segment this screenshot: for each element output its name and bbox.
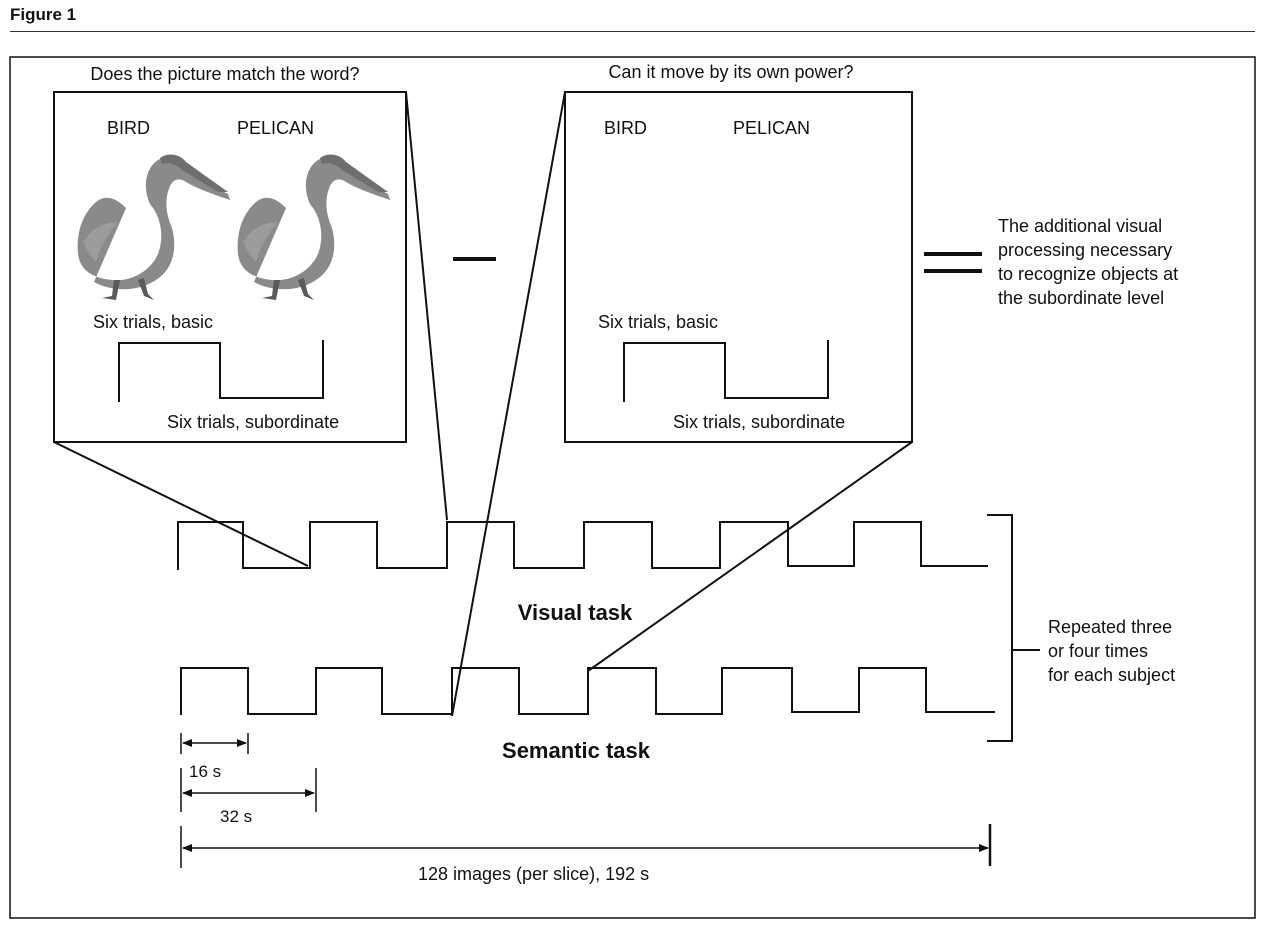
result-line-2: processing necessary	[998, 240, 1172, 260]
repeat-bracket	[987, 514, 1013, 742]
right-word-subordinate: PELICAN	[733, 118, 810, 138]
timing-16s: 16 s	[180, 733, 249, 781]
visual-task-wave	[177, 521, 988, 570]
left-panel-box	[53, 91, 407, 443]
left-trials-basic: Six trials, basic	[93, 312, 213, 332]
right-block-wave	[623, 340, 829, 402]
right-word-basic: BIRD	[604, 118, 647, 138]
left-panel-question: Does the picture match the word?	[90, 64, 359, 84]
header-rule	[10, 31, 1255, 32]
semantic-task-label: Semantic task	[502, 738, 651, 763]
right-trials-subordinate: Six trials, subordinate	[673, 412, 845, 432]
timing-16s-label: 16 s	[189, 762, 221, 781]
right-panel-question: Can it move by its own power?	[608, 62, 853, 82]
pelican-image-subordinate	[237, 154, 390, 300]
result-text: The additional visual processing necessa…	[998, 216, 1178, 308]
repeat-line-2: or four times	[1048, 641, 1148, 661]
repeat-text: Repeated three or four times for each su…	[1048, 617, 1175, 685]
left-block-wave	[118, 340, 324, 402]
result-line-4: the subordinate level	[998, 288, 1164, 308]
timing-total: 128 images (per slice), 192 s	[180, 824, 992, 884]
semantic-task-wave	[180, 667, 995, 715]
left-trials-subordinate: Six trials, subordinate	[167, 412, 339, 432]
left-word-subordinate: PELICAN	[237, 118, 314, 138]
timing-total-label: 128 images (per slice), 192 s	[418, 864, 649, 884]
outer-frame	[9, 56, 1256, 919]
visual-task-label: Visual task	[518, 600, 633, 625]
timing-32s: 32 s	[180, 768, 317, 826]
repeat-line-3: for each subject	[1048, 665, 1175, 685]
pelican-image-basic	[77, 154, 230, 300]
left-word-basic: BIRD	[107, 118, 150, 138]
equals-operator	[924, 252, 982, 273]
right-trials-basic: Six trials, basic	[598, 312, 718, 332]
zoom-connectors	[53, 91, 913, 717]
right-panel: Can it move by its own power? BIRD PELIC…	[564, 62, 913, 443]
figure-label: Figure 1	[10, 5, 77, 24]
right-panel-box	[564, 91, 913, 443]
timing-32s-label: 32 s	[220, 807, 252, 826]
result-line-3: to recognize objects at	[998, 264, 1178, 284]
result-line-1: The additional visual	[998, 216, 1162, 236]
left-panel: Does the picture match the word? BIRD PE…	[53, 64, 407, 443]
repeat-line-1: Repeated three	[1048, 617, 1172, 637]
